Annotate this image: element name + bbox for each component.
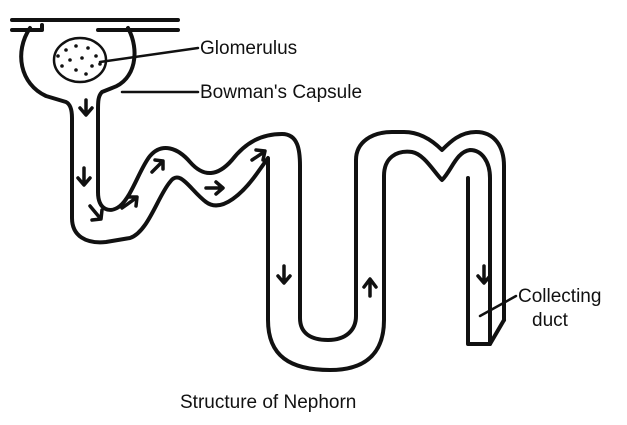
bowmans-capsule-label: Bowman's Capsule	[200, 82, 362, 103]
collecting-duct-label-line2: duct	[532, 310, 569, 331]
arrow-down-right-3	[90, 206, 102, 220]
glomerulus-leader-line	[100, 48, 198, 62]
collecting-duct-label-line1: Collecting	[518, 286, 601, 307]
glomerulus-dots	[56, 44, 102, 76]
collecting-duct-end	[468, 178, 504, 344]
flow-arrows	[78, 100, 490, 296]
diagram-caption: Structure of Nephorn	[180, 392, 356, 413]
glomerulus-tuft	[54, 38, 106, 82]
glomerulus-label: Glomerulus	[200, 38, 297, 59]
arrow-up-9	[364, 279, 376, 296]
collecting-duct-leader-line	[480, 296, 516, 316]
arrow-up-right-7	[252, 150, 265, 160]
arrow-down-2	[78, 168, 90, 185]
bowmans-capsule-inner	[98, 28, 504, 340]
arrow-right-6	[206, 182, 223, 194]
arrow-down-8	[278, 266, 290, 283]
blood-vessel	[12, 20, 178, 30]
arrow-up-right-5	[152, 160, 163, 172]
arrow-down-1	[80, 100, 92, 115]
